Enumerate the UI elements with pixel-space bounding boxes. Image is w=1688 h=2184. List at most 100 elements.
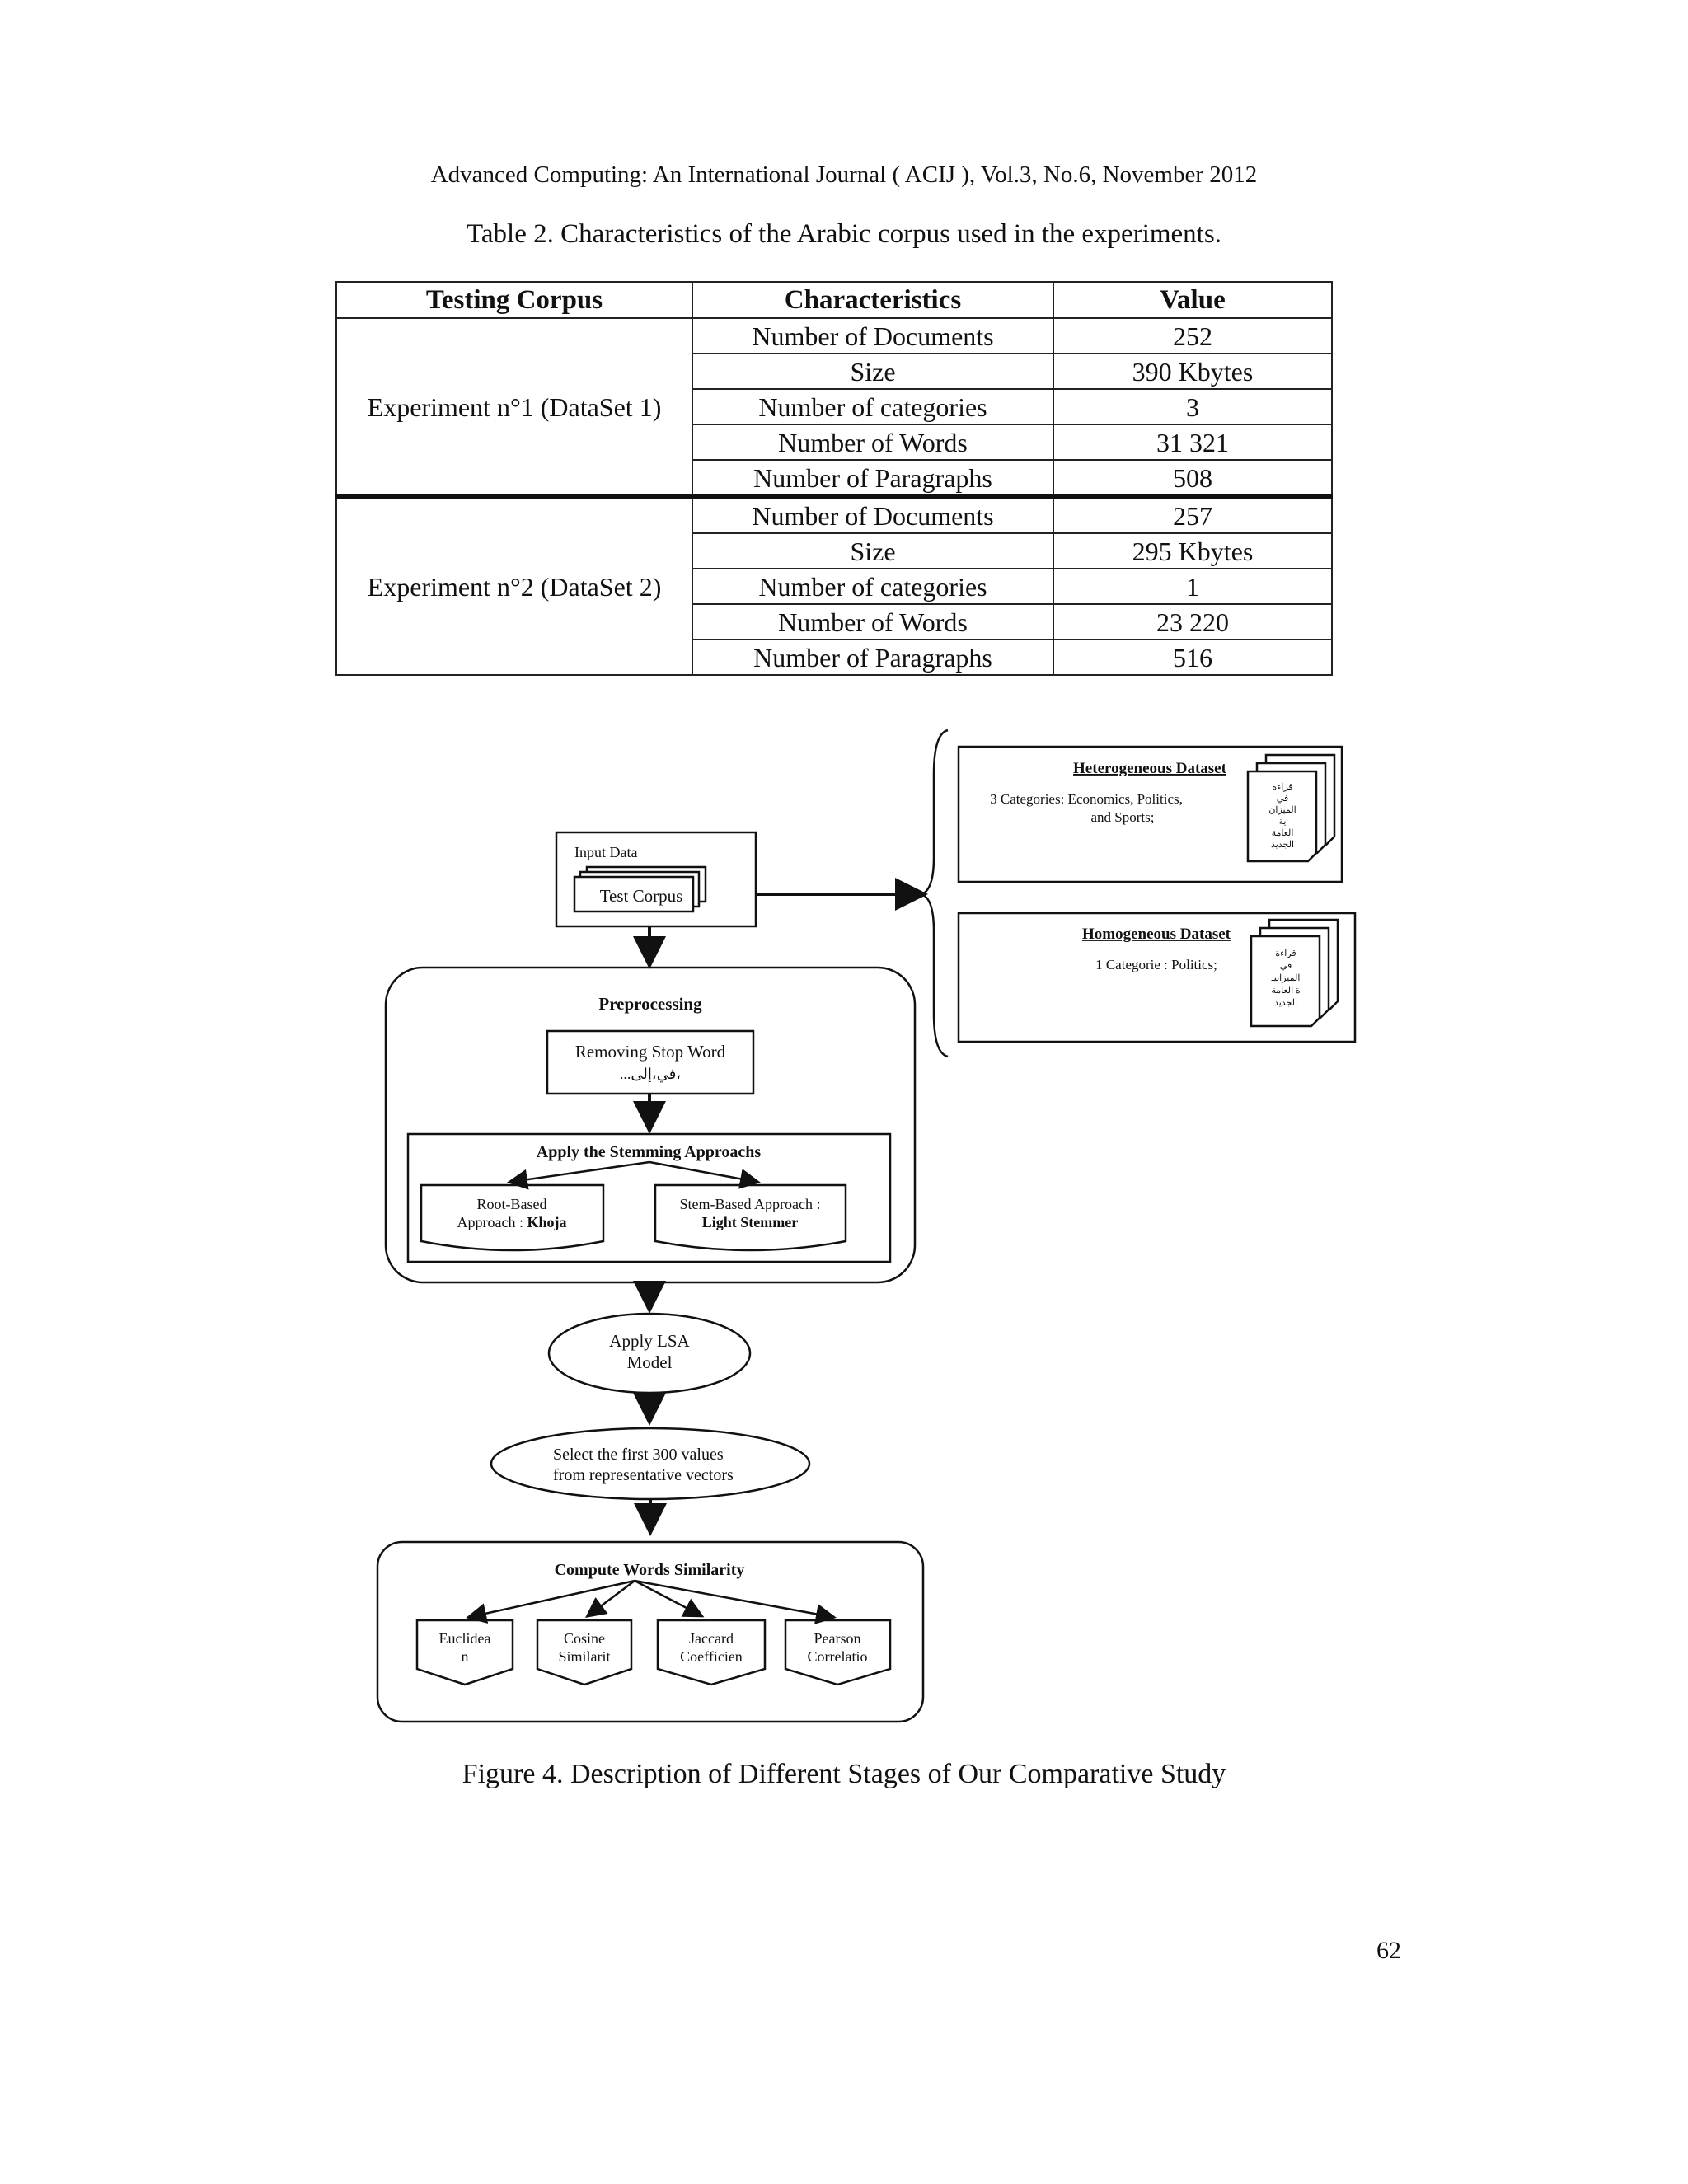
arabic-doc-line: الجديد: [1274, 998, 1297, 1008]
root-based-line1: Root-Based: [477, 1196, 547, 1212]
arrow: [634, 1579, 705, 1618]
table-caption: Table 2. Characteristics of the Arabic c…: [467, 219, 1221, 249]
arabic-doc-line: العامة: [1272, 828, 1294, 838]
table-cell: 1: [1053, 568, 1333, 605]
table-cell: Number of Words: [692, 603, 1054, 640]
figure-caption: Figure 4. Description of Different Stage…: [462, 1759, 1226, 1789]
euclidean-box: [415, 1619, 514, 1686]
column-header: Testing Corpus: [335, 281, 693, 319]
input-title: Input Data: [574, 844, 637, 860]
table-row: Size 295 Kbytes: [336, 532, 1333, 569]
arabic-doc-line: الميزان: [1268, 805, 1296, 815]
arabic-document-icon: [1246, 753, 1336, 863]
homogeneous-line1: 1 Categorie : Politics;: [1095, 957, 1217, 972]
table-cell: 23 220: [1053, 603, 1333, 640]
cosine-box: [536, 1619, 633, 1686]
measure-line1: Cosine: [564, 1630, 605, 1647]
document-stack-icon: [573, 865, 707, 913]
table-cell: Number of Words: [692, 424, 1054, 461]
arabic-doc-line: في: [1280, 961, 1292, 971]
table-cell: 31 321: [1053, 424, 1333, 461]
table-cell: 508: [1053, 459, 1333, 498]
table-row: Number of Words 31 321: [336, 424, 1333, 461]
table-cell: 252: [1053, 317, 1333, 354]
arabic-doc-line: ة العامة: [1271, 986, 1300, 996]
stem-based-line1: Stem-Based Approach :: [680, 1196, 821, 1212]
input-data-box: [555, 831, 757, 928]
measure-line2: n: [462, 1648, 469, 1665]
test-corpus-label: Test Corpus: [600, 886, 683, 906]
stem-based-box: [654, 1183, 847, 1252]
preprocessing-title: Preprocessing: [598, 994, 702, 1014]
table-row: Number of Paragraphs 508: [336, 459, 1333, 498]
measure-line1: Euclidea: [439, 1630, 491, 1647]
similarity-container: [376, 1540, 925, 1723]
arabic-doc-line: ية: [1279, 817, 1287, 827]
page-number: 62: [1376, 1937, 1401, 1964]
table-row: Size 390 Kbytes: [336, 353, 1333, 390]
table-cell: 3: [1053, 388, 1333, 425]
table-cell: 390 Kbytes: [1053, 353, 1333, 390]
running-header: Advanced Computing: An International Jou…: [430, 162, 1258, 188]
heterogeneous-dataset-box: [957, 745, 1343, 883]
experiment-label: Experiment n°1 (DataSet 1): [335, 317, 693, 498]
experiment-label: Experiment n°2 (DataSet 2): [335, 494, 693, 676]
arabic-doc-line: الجديد: [1271, 840, 1294, 850]
table-row: Number of Paragraphs 516: [336, 639, 1333, 676]
stopword-label: Removing Stop Word: [575, 1042, 726, 1062]
stopword-box: [546, 1029, 755, 1095]
arabic-document-icon: [1250, 918, 1339, 1028]
measure-line2: Correlatio: [808, 1648, 868, 1665]
arrow: [649, 1160, 761, 1189]
table-cell: 257: [1053, 494, 1333, 534]
curly-brace: [918, 729, 949, 1058]
arabic-doc-line: قراءة: [1272, 782, 1292, 792]
arrow: [634, 1579, 837, 1624]
jaccard-box: [656, 1619, 767, 1686]
measure-line1: Jaccard: [689, 1630, 734, 1647]
table-header-row: Testing Corpus Characteristics Value: [335, 281, 1333, 319]
root-based-line2: Approach : Khoja: [457, 1214, 567, 1230]
stopword-examples: ...في،إلى،: [620, 1066, 681, 1083]
arrow: [507, 1160, 650, 1190]
table-row: Experiment n°1 (DataSet 1) Number of Doc…: [335, 317, 1333, 498]
lsa-line2: Model: [627, 1352, 673, 1372]
stemming-title: Apply the Stemming Approachs: [537, 1143, 762, 1161]
arabic-doc-line: الميزانيـ: [1271, 973, 1301, 983]
arrow: [585, 1580, 635, 1618]
table-row: Number of categories 1: [336, 568, 1333, 605]
table-cell: 516: [1053, 639, 1333, 676]
stem-based-line2: Light Stemmer: [702, 1214, 798, 1230]
table-row: Experiment n°2 (DataSet 2) Number of Doc…: [335, 494, 1333, 676]
arabic-doc-line: في: [1277, 794, 1288, 804]
table-row: Number of Words 23 220: [336, 603, 1333, 640]
measure-line2: Coefficien: [680, 1648, 743, 1665]
table-cell: Number of Documents: [692, 494, 1054, 534]
table-cell: Number of Documents: [692, 317, 1054, 354]
table-cell: Number of Paragraphs: [692, 459, 1054, 498]
corpus-table: Testing Corpus Characteristics Value Exp…: [335, 281, 1333, 676]
table-cell: 295 Kbytes: [1053, 532, 1333, 569]
heterogeneous-line2: and Sports;: [1091, 809, 1155, 825]
select-ellipse: [490, 1427, 811, 1501]
homogeneous-dataset-box: [957, 912, 1357, 1043]
table-row: Number of categories 3: [336, 388, 1333, 425]
select-line1: Select the first 300 values: [553, 1446, 724, 1464]
measure-line2: Similarit: [559, 1648, 611, 1665]
lsa-line1: Apply LSA: [609, 1331, 690, 1351]
column-header: Characteristics: [692, 281, 1054, 319]
table-cell: Number of categories: [692, 568, 1054, 605]
stemming-box: [406, 1132, 892, 1263]
homogeneous-title: Homogeneous Dataset: [1082, 926, 1231, 943]
heterogeneous-line1: 3 Categories: Economics, Politics,: [990, 791, 1183, 807]
root-based-box: [420, 1183, 605, 1252]
similarity-title: Compute Words Similarity: [555, 1561, 745, 1579]
column-header: Value: [1053, 281, 1333, 319]
arrow: [466, 1579, 635, 1624]
table-cell: Number of Paragraphs: [692, 639, 1054, 676]
table-cell: Size: [692, 353, 1054, 390]
table-cell: Number of categories: [692, 388, 1054, 425]
pearson-box: [784, 1619, 892, 1686]
heterogeneous-title: Heterogeneous Dataset: [1073, 760, 1227, 777]
